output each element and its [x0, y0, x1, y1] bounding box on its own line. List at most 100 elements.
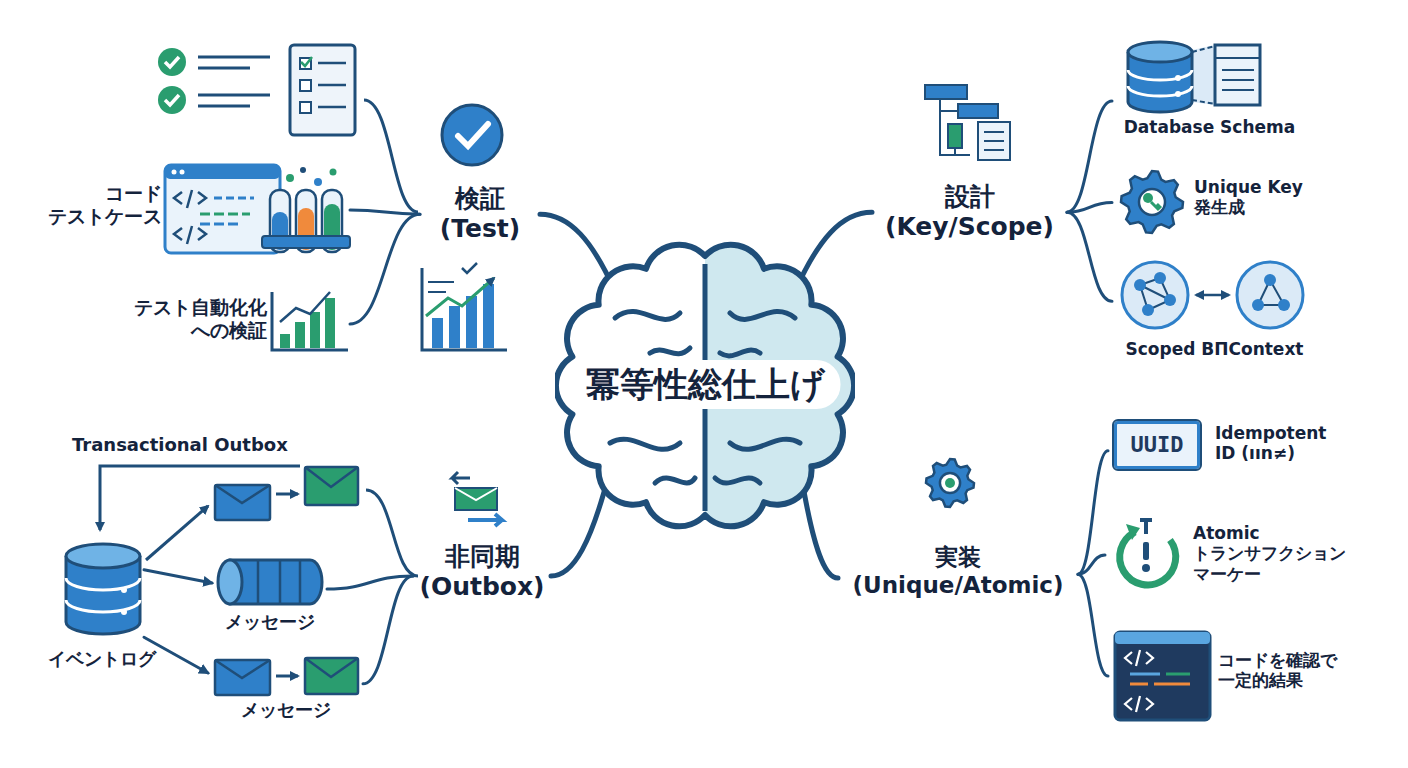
- database-schema-icon-part: [1215, 45, 1260, 105]
- context-network-icon-part: [1134, 279, 1146, 291]
- brain-outline-part: [705, 245, 854, 527]
- code-window-icon-part: [1115, 632, 1210, 720]
- outbox-loop-part: [366, 490, 418, 576]
- event-log-database-part: [121, 609, 127, 615]
- bar-chart-icon-part: [325, 298, 335, 348]
- database-schema-icon-part: [1215, 58, 1260, 90]
- leaf-item: コードを確認で 一定的結果: [1108, 630, 1363, 722]
- trend-chart-icon-part: [426, 278, 494, 316]
- code-window-icon-part: [1115, 632, 1210, 644]
- code-window-icon-part: [1125, 696, 1153, 712]
- code-window-icon-part: [200, 213, 250, 216]
- envelope-icons-part: [215, 660, 270, 678]
- context-network-icon-part: [1264, 274, 1276, 286]
- leaf-item: メッセージ: [212, 555, 327, 640]
- id-badge: UUID: [1114, 421, 1200, 469]
- message-swap-icon-part: [455, 488, 497, 510]
- message-queue: [218, 560, 322, 604]
- trend-chart-icon-part: [462, 263, 477, 273]
- atomic-icon-part: [1126, 524, 1140, 540]
- envelope-icons-part: [305, 658, 358, 694]
- trend-chart-icon-part: [449, 306, 460, 348]
- structure-icon-part: [925, 85, 967, 99]
- leaf-item: Database Schema: [1112, 35, 1307, 145]
- leaf-item: テスト自動化化 への検証: [95, 288, 350, 360]
- item-text: 設計 (Key/Scope): [872, 182, 1067, 242]
- checklist-icon-part: [158, 86, 186, 114]
- checklist-icon-part: [300, 80, 311, 91]
- connector: [350, 214, 420, 324]
- trend-chart-icon-part: [422, 268, 507, 350]
- item-text: 非同期 (Outbox): [413, 542, 551, 602]
- envelope-icons-part: [276, 675, 298, 678]
- context-network-icon-part: [1122, 262, 1188, 328]
- branch-topic: 検証 (Test): [420, 180, 540, 256]
- item-text: イベントログ: [32, 648, 172, 670]
- database-schema-icon-part: [1175, 91, 1181, 97]
- item-text: コード テストケース: [40, 182, 162, 228]
- trend-chart-icon-part: [483, 284, 494, 348]
- item-text: 検証 (Test): [420, 184, 540, 244]
- leaf-item: Scoped BΠContext: [1112, 255, 1317, 365]
- code-window-icon-part: [172, 170, 177, 175]
- key-gear-icon: [1121, 171, 1183, 233]
- connector: [1067, 203, 1112, 213]
- structure-icon-part: [958, 104, 998, 118]
- context-network-icon-part: [1142, 304, 1154, 316]
- brain-outline-part: [610, 439, 680, 449]
- connector: [1078, 555, 1105, 574]
- branch-topic: 設計 (Key/Scope): [872, 178, 1067, 254]
- branch-topic: 非同期 (Outbox): [413, 538, 551, 614]
- message-swap-icon-part: [452, 472, 470, 484]
- connector: [551, 474, 609, 576]
- bar-chart-icon-part: [310, 312, 320, 348]
- brain-outline-part: [730, 439, 800, 449]
- item-text: Atomic トランサフクション マーケー: [1193, 523, 1378, 584]
- key-gear-icon-part: [1121, 171, 1183, 233]
- trend-chart-icon-part: [466, 296, 477, 348]
- central-topic: 冪等性総仕上げ: [555, 238, 855, 533]
- checklist-icon-part: [158, 48, 186, 76]
- leaf-item: コード テストケース: [40, 160, 350, 260]
- item-text: Database Schema: [1112, 117, 1307, 137]
- test-tubes-icon-part: [300, 167, 306, 173]
- connector: [1078, 574, 1108, 676]
- code-window-icon-part: [174, 190, 206, 208]
- database-schema-icon-part: [1192, 46, 1215, 104]
- connector: [144, 570, 212, 583]
- atomic-icon: [1120, 520, 1176, 585]
- event-log-database: [66, 544, 140, 634]
- checklist-icon-part: [198, 57, 270, 106]
- database-schema-icon-part: [1128, 70, 1192, 96]
- code-window-icon-part: [174, 226, 206, 244]
- context-network-icon: [1122, 262, 1303, 328]
- leaf-item: イベントログ: [32, 540, 172, 675]
- brain-outline-part: [556, 245, 854, 527]
- gear-icon-part: [945, 478, 955, 488]
- item-text: Unique Key 発生成: [1194, 177, 1322, 218]
- checklist-icon-part: [301, 57, 312, 66]
- bar-chart-icon-part: [280, 334, 290, 348]
- connector: [363, 576, 413, 684]
- brain-outline-part: [556, 245, 854, 527]
- leaf-item: メッセージ: [208, 655, 363, 727]
- key-gear-icon-part: [1143, 193, 1153, 203]
- test-tubes-icon: [262, 167, 350, 252]
- connector: [327, 576, 413, 589]
- leaf-item: Atomic トランサフクション マーケー: [1105, 515, 1380, 595]
- structure-icon-part: [978, 122, 1010, 160]
- database-schema-icon-part: [1175, 75, 1181, 81]
- message-queue-part: [258, 560, 300, 604]
- message-swap-icon: [452, 472, 502, 526]
- gear-icon-part: [926, 459, 974, 507]
- database-schema-icon-part: [1192, 45, 1215, 105]
- context-network-icon-part: [1196, 294, 1229, 297]
- bar-chart-icon-part: [272, 292, 348, 350]
- leaf-item: UUIDIdempotent ID (ıın≠): [1108, 415, 1348, 480]
- checklist-icon-part: [290, 45, 355, 135]
- key-gear-icon-part: [1139, 189, 1165, 215]
- structure-icon-part: [940, 99, 970, 155]
- test-tubes-icon-part: [262, 236, 350, 248]
- item-text: 実装 (Unique/Atomic): [838, 544, 1078, 599]
